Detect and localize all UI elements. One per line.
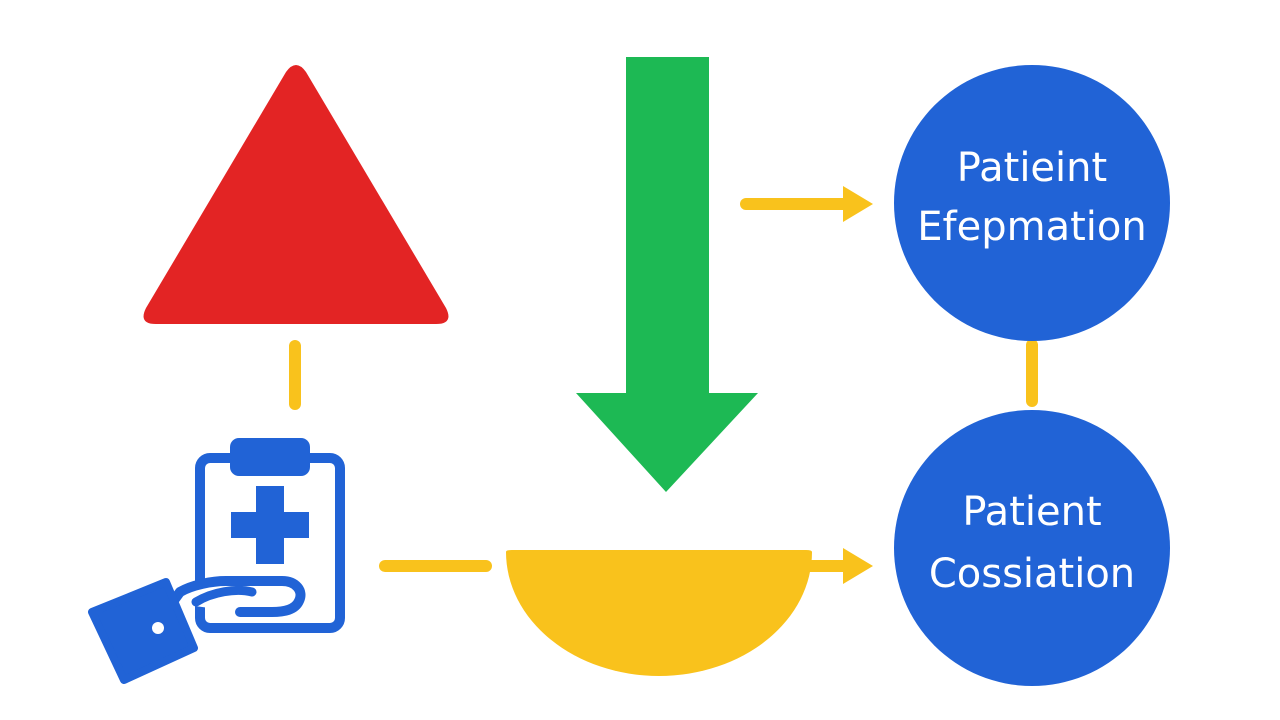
arrowheads	[843, 186, 873, 584]
arrowhead-bottom	[843, 548, 873, 584]
circle-top-line1: Patieint	[957, 145, 1107, 191]
yellow-bowl	[506, 550, 812, 676]
clipboard-clip	[230, 438, 310, 476]
thumb-icon	[191, 585, 257, 607]
node-circle-top: Patieint Efepmation	[894, 65, 1170, 341]
green-down-arrow	[576, 57, 758, 492]
cuff-icon	[88, 578, 198, 684]
arrowhead-top	[843, 186, 873, 222]
medical-cross-icon	[231, 486, 309, 564]
node-circle-bottom: Patient Cossiation	[894, 410, 1170, 686]
circle-bottom-shape	[894, 410, 1170, 686]
cuff-button-icon	[152, 622, 164, 634]
connectors	[289, 198, 1038, 572]
red-triangle	[143, 65, 449, 324]
hand-icon	[167, 576, 306, 617]
circle-top-shape	[894, 65, 1170, 341]
circle-top-line2: Efepmation	[917, 204, 1146, 250]
clipboard-medical-cross-hand-icon	[88, 438, 345, 684]
circle-bottom-line1: Patient	[962, 489, 1101, 535]
circle-bottom-line2: Cossiation	[929, 551, 1135, 597]
